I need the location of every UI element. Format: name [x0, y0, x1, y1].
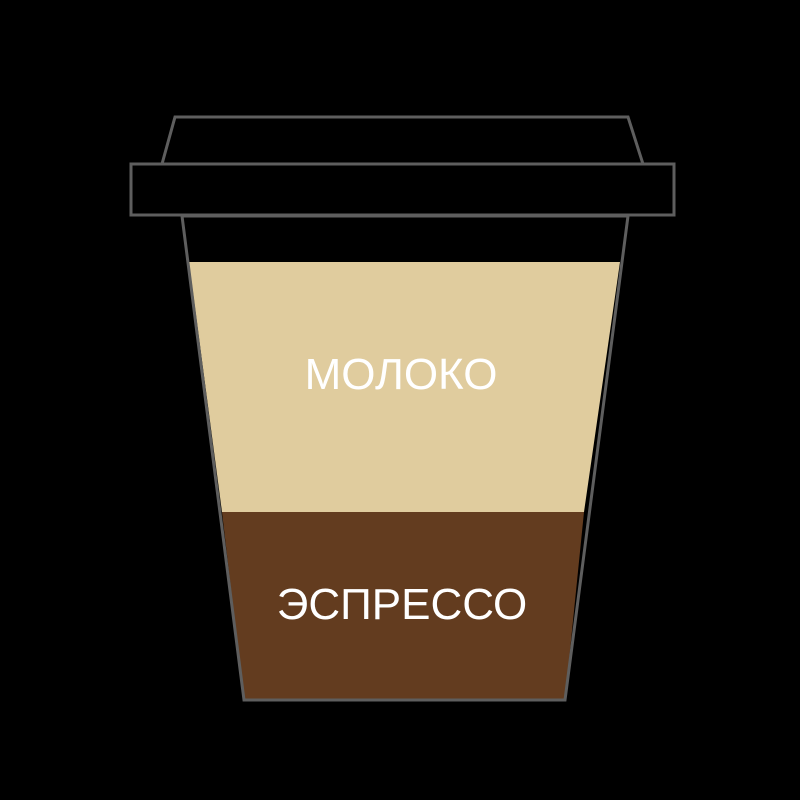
lid-rim — [129, 162, 676, 217]
lid-top — [160, 115, 646, 166]
milk-layer — [189, 262, 620, 512]
espresso-label: ЭСПРЕССО — [277, 580, 528, 629]
milk-label: МОЛОКО — [305, 350, 498, 399]
espresso-layer — [222, 512, 584, 700]
